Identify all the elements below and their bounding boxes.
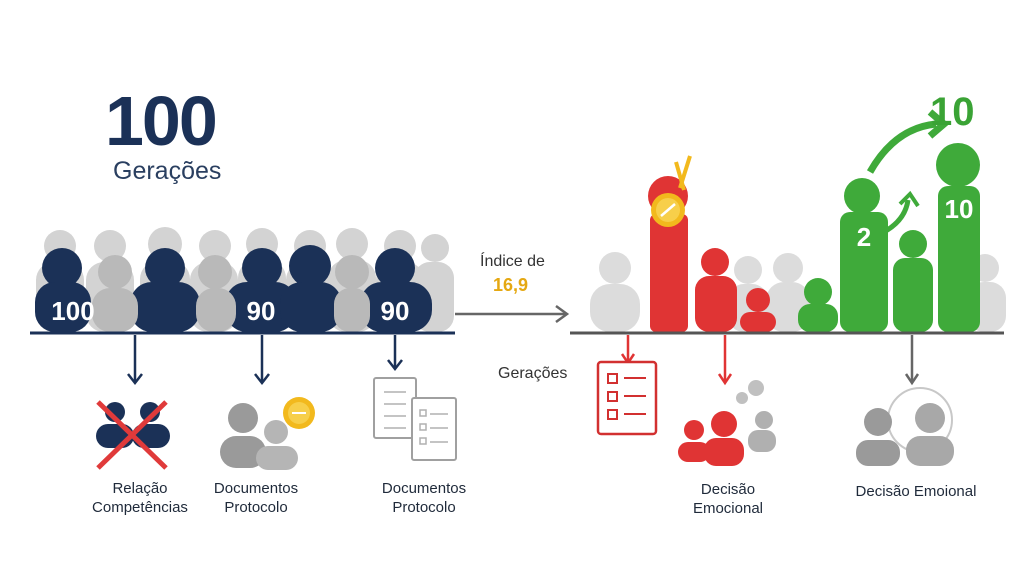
badge-3: 90	[380, 296, 410, 326]
caption-line: Emocional	[692, 500, 764, 517]
green-small-number: 2	[856, 222, 872, 252]
caption-decision: Decisão Emoional	[855, 483, 977, 500]
caption-line: Relação	[112, 480, 168, 497]
caption-relation: Relação Competências	[60, 479, 220, 517]
documents-icon	[373, 377, 457, 461]
checklist-icon	[596, 360, 658, 436]
gold-seal-icon	[651, 155, 692, 227]
red-down-arrows	[620, 335, 733, 386]
generations-label: Gerações	[113, 157, 222, 185]
caption-line: Documentos	[381, 480, 467, 497]
middle-arrow	[455, 304, 570, 324]
caption-line: Documentos	[213, 480, 299, 497]
badge-1: 100	[51, 296, 95, 326]
generations-side-label: Gerações	[498, 365, 568, 382]
emotional-group-icon	[678, 380, 776, 466]
people-with-seal-icon	[220, 397, 315, 470]
decision-people-icon	[856, 387, 954, 466]
caption-emotional: Decisão Emocional	[648, 480, 808, 518]
left-down-arrows	[127, 335, 403, 386]
caption-documents-1: Documentos Protocolo	[176, 479, 336, 517]
badge-2: 90	[246, 296, 276, 326]
index-label: Índice de	[480, 253, 545, 270]
caption-line: Decisão	[700, 481, 756, 498]
caption-line: Protocolo	[392, 499, 456, 516]
green-growth-arrows	[866, 109, 950, 237]
index-value: 16,9	[493, 275, 529, 295]
green-big-number: 10	[944, 194, 974, 224]
generations-count: 100	[105, 82, 218, 160]
crossed-people-icon	[96, 400, 170, 470]
green-group	[798, 143, 980, 332]
gray-down-arrow	[904, 335, 920, 386]
left-crowd-navy	[35, 245, 432, 332]
caption-line: Competências	[92, 499, 188, 516]
caption-line: Protocolo	[224, 499, 288, 516]
left-crowd-gray-mid	[92, 255, 370, 332]
green-top-number: 10	[930, 90, 975, 134]
caption-documents-2: Documentos Protocolo	[344, 479, 504, 517]
